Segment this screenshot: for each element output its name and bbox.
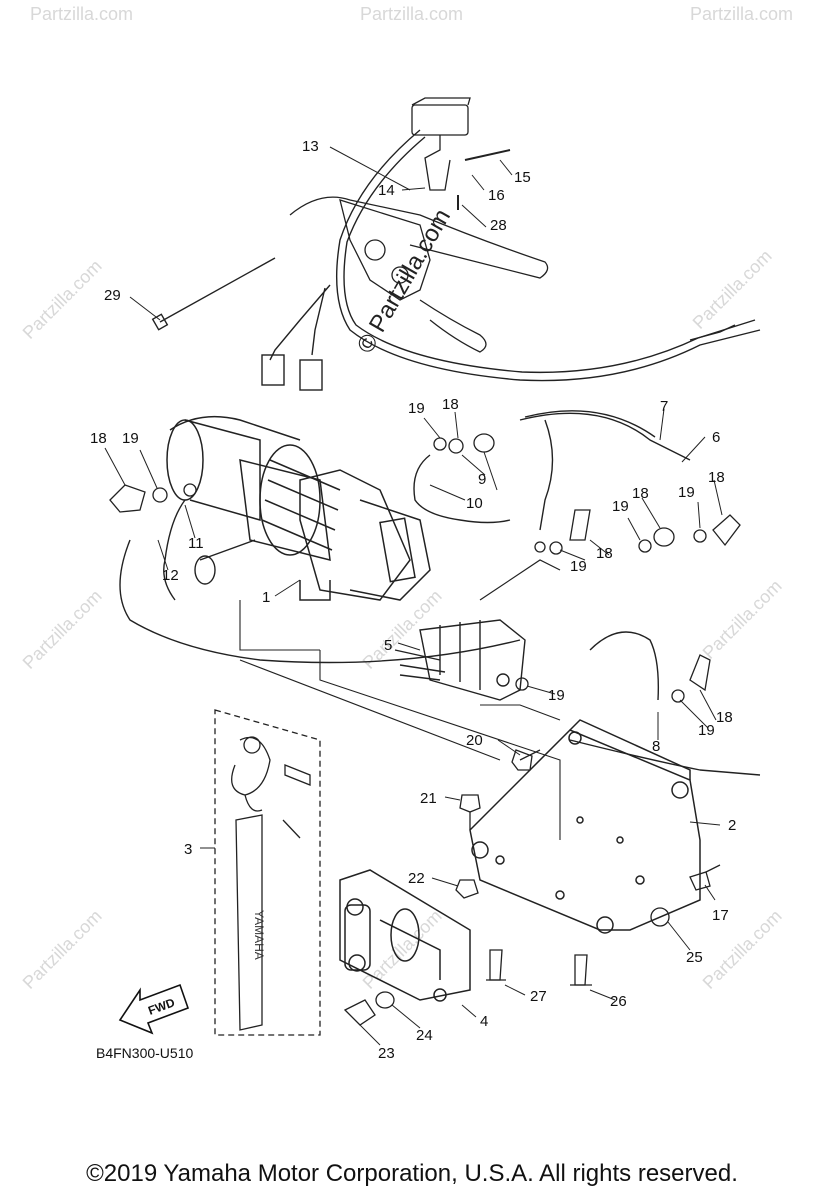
callout-28: 28 xyxy=(490,217,507,234)
callout-24: 24 xyxy=(416,1027,433,1044)
watermark: Partzilla.com xyxy=(699,576,786,663)
assembly-leader-lines xyxy=(239,600,561,840)
watermark: Partzilla.com xyxy=(19,586,106,673)
callout-18a: 18 xyxy=(442,396,459,413)
callout-18f: 18 xyxy=(90,430,107,447)
callout-29: 29 xyxy=(104,287,121,304)
callout-21: 21 xyxy=(420,790,437,807)
callout-7: 7 xyxy=(660,398,668,415)
callout-13: 13 xyxy=(302,138,319,155)
callout-12: 12 xyxy=(162,567,179,584)
fasteners xyxy=(343,749,721,1026)
callout-19c: 19 xyxy=(570,558,587,575)
callout-27: 27 xyxy=(530,988,547,1005)
watermark: Partzilla.com xyxy=(30,4,133,24)
callout-2: 2 xyxy=(728,817,736,834)
callout-5: 5 xyxy=(384,637,392,654)
watermark: Partzilla.com xyxy=(360,4,463,24)
callout-labels: 1 2 3 4 5 6 7 8 9 10 11 12 13 14 15 16 1… xyxy=(90,138,736,1062)
callout-16: 16 xyxy=(488,187,505,204)
callout-leaders xyxy=(104,146,723,1046)
hook-strap-kit xyxy=(214,709,321,1036)
terminal-hardware xyxy=(109,433,741,703)
handlebar-switch-assembly xyxy=(289,97,549,353)
callout-19a: 19 xyxy=(122,430,139,447)
callout-10: 10 xyxy=(466,495,483,512)
callout-18e: 18 xyxy=(716,709,733,726)
callout-22: 22 xyxy=(408,870,425,887)
callout-19d: 19 xyxy=(612,498,629,515)
fwd-arrow: FWD xyxy=(118,983,190,1035)
watermark-layer: Partzilla.com Partzilla.com Partzilla.co… xyxy=(19,4,793,993)
callout-3: 3 xyxy=(184,841,192,858)
callout-25: 25 xyxy=(686,949,703,966)
callout-19b: 19 xyxy=(408,400,425,417)
cable-tie xyxy=(151,257,276,331)
callout-26: 26 xyxy=(610,993,627,1010)
callout-18b: 18 xyxy=(708,469,725,486)
switch-wires xyxy=(519,410,761,776)
switch-harness xyxy=(261,129,761,391)
callout-15: 15 xyxy=(514,169,531,186)
watermark: Partzilla.com xyxy=(19,256,106,343)
callout-18c: 18 xyxy=(632,485,649,502)
callout-14: 14 xyxy=(378,182,395,199)
callout-1: 1 xyxy=(262,589,270,606)
watermark: Partzilla.com xyxy=(359,906,446,993)
roller-fairlead xyxy=(339,869,471,1002)
callout-23: 23 xyxy=(378,1045,395,1062)
watermark: Partzilla.com xyxy=(690,4,793,24)
strap-brand-text: YAMAHA xyxy=(252,910,266,960)
callout-17: 17 xyxy=(712,907,729,924)
callout-19e: 19 xyxy=(678,484,695,501)
watermark: Partzilla.com xyxy=(19,906,106,993)
callout-9: 9 xyxy=(478,471,486,488)
winch-motor xyxy=(166,415,431,601)
callout-8: 8 xyxy=(652,738,660,755)
callout-20: 20 xyxy=(466,732,483,749)
mounting-bracket xyxy=(469,719,701,934)
callout-6: 6 xyxy=(712,429,720,446)
watermark: Partzilla.com xyxy=(689,246,776,333)
callout-18d: 18 xyxy=(596,545,613,562)
callout-4: 4 xyxy=(480,1013,488,1030)
diagram-reference-code: B4FN300-U510 xyxy=(96,1045,193,1061)
callout-11: 11 xyxy=(188,535,204,552)
callout-19f: 19 xyxy=(698,722,715,739)
copyright-notice: ©2019 Yamaha Motor Corporation, U.S.A. A… xyxy=(86,1160,738,1187)
callout-19g: 19 xyxy=(548,687,565,704)
